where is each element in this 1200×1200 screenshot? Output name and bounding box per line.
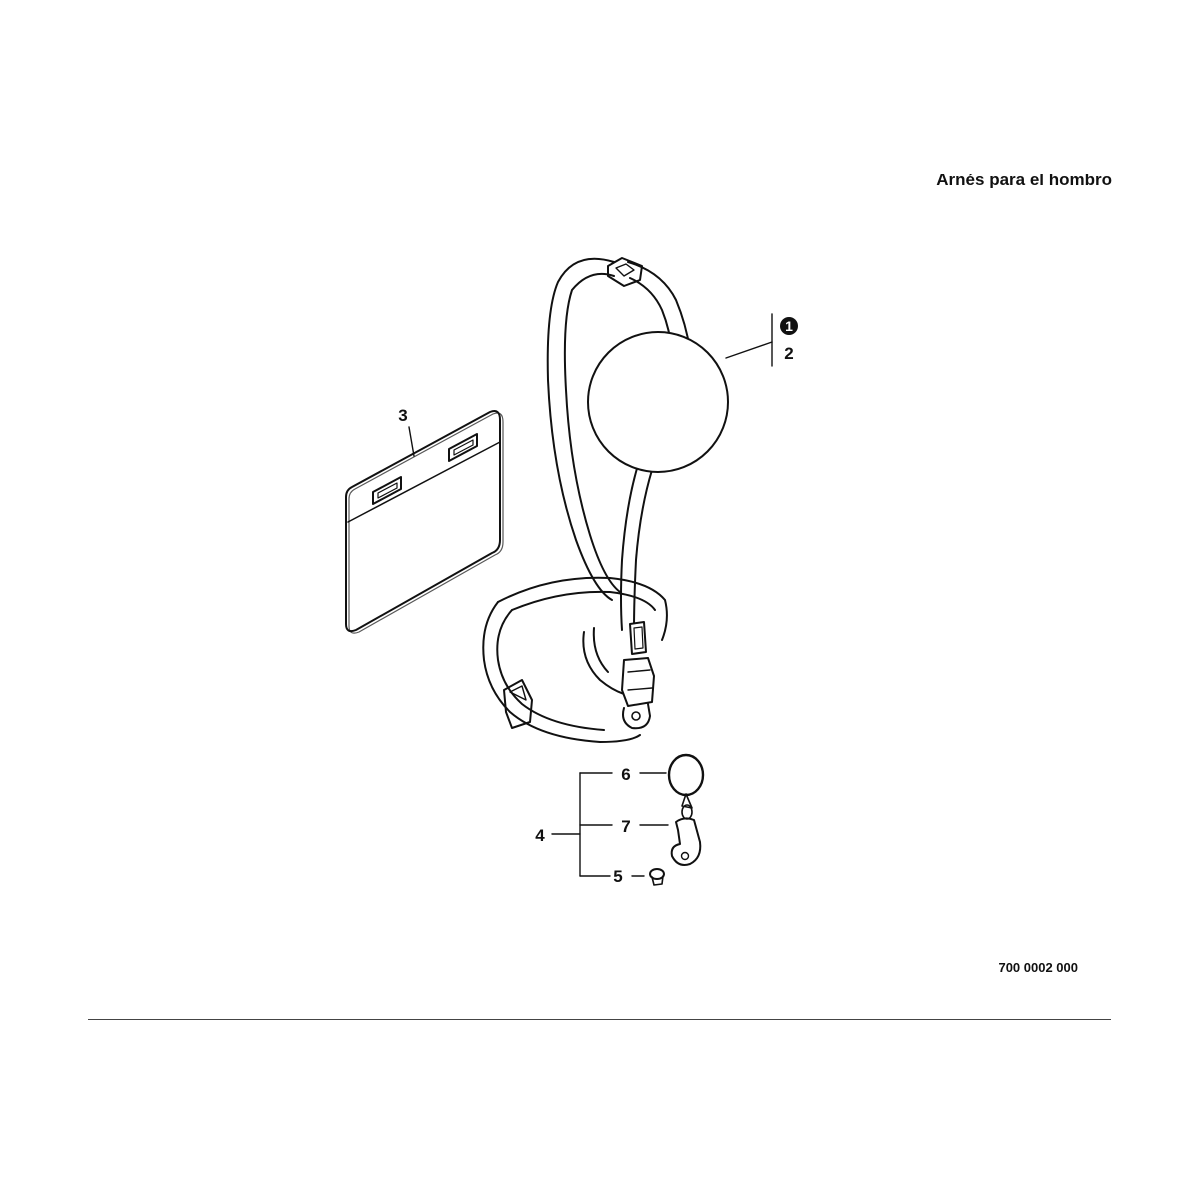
callout-3: 3 [398,406,407,425]
snap-clip [670,793,702,866]
shoulder-pad [587,331,729,473]
belt-buckle [503,679,533,729]
suspension-ring [667,753,705,797]
card-slot-left [372,476,402,505]
diagram-title: Arnés para el hombro [936,174,1112,188]
callout-1: 1 [785,318,793,334]
quick-release-buckle [621,621,655,730]
callout-4: 4 [535,826,545,845]
callout-6: 6 [621,765,630,784]
callout-2: 2 [784,344,793,363]
title-clip: Arnés para el hombro [900,174,1130,188]
screw [649,868,665,886]
part-number: 700 0002 000 [998,960,1078,975]
top-slide [607,257,643,287]
shoulder-straps [546,257,691,631]
waist-belt [482,576,668,743]
card-slot-right [448,433,478,462]
leader-lines [408,313,773,877]
instruction-card [345,410,504,634]
callout-1-badge: 1 [780,317,798,335]
footer-divider [88,1019,1111,1020]
callout-7: 7 [621,817,630,836]
callout-5: 5 [613,867,622,886]
